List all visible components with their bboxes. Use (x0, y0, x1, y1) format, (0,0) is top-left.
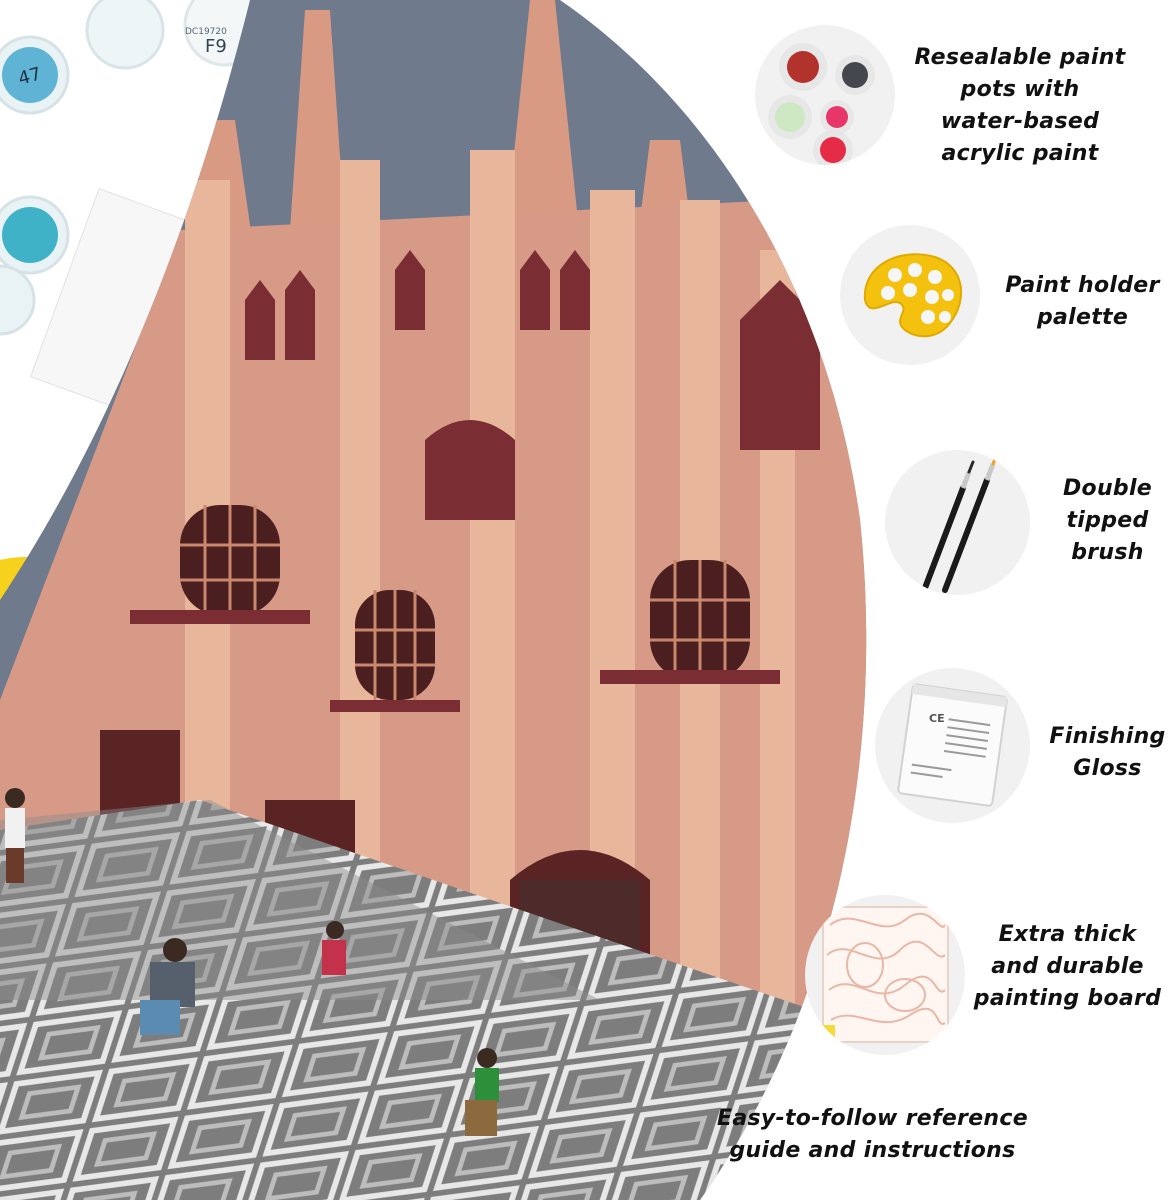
feature-palette-label: Paint holder palette (1005, 273, 1160, 330)
feature-finishing-gloss-label: Finishing Gloss (1049, 724, 1166, 781)
cathedral-painting (0, 0, 867, 1200)
painting-board-icon (805, 895, 965, 1055)
feature-brush-label: Double tipped brush (1062, 476, 1153, 565)
pot-label-code: DC19720 (185, 27, 227, 37)
feature-reference-guide-label: Easy-to-follow reference guide and instr… (717, 1106, 1028, 1163)
feature-painting-board-label: Extra thick and durable painting board (973, 922, 1162, 1011)
palette-icon (840, 225, 980, 365)
gloss-sachet-icon: CE (875, 668, 1030, 823)
feature-paint-pots-label: Resealable paint pots with water-based a… (914, 45, 1126, 166)
brush-icon (885, 450, 1030, 595)
paint-pots-icon (755, 25, 895, 165)
pot-label-f9: F9 (205, 36, 227, 57)
sachet-ce-mark: CE (929, 712, 945, 725)
